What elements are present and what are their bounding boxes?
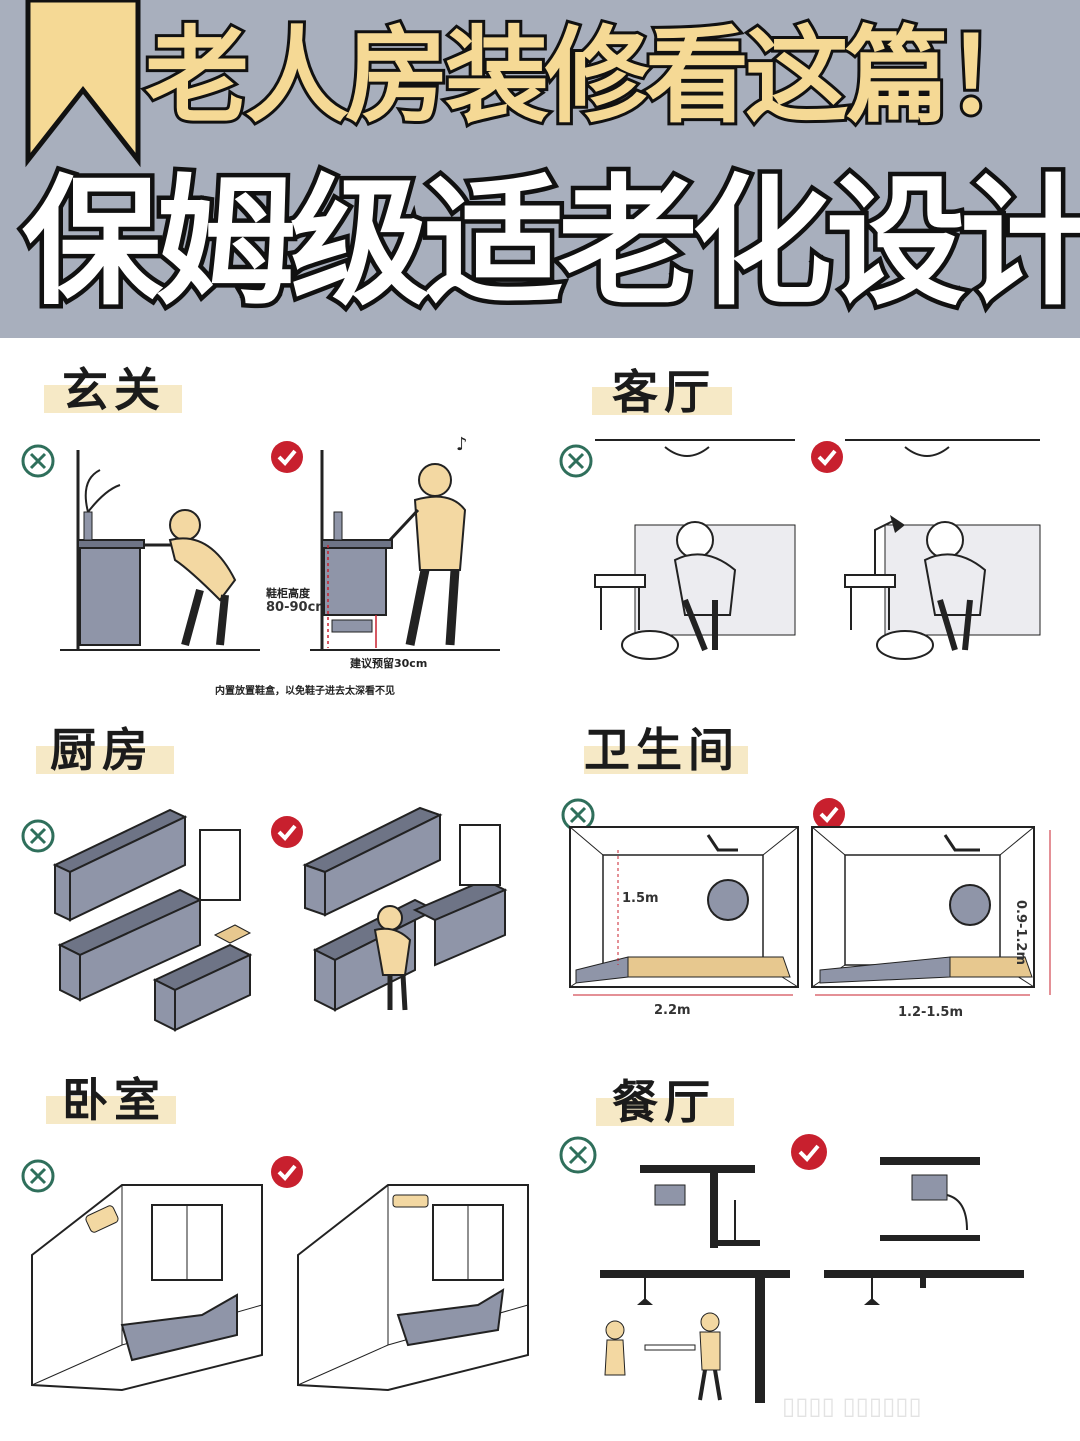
bathroom-height-right: 0.9-1.2m bbox=[1013, 900, 1028, 965]
check-circle-icon bbox=[271, 1156, 303, 1188]
section-label-bathroom: 卫生间 bbox=[584, 723, 740, 777]
dining-right-illustration bbox=[824, 1157, 1024, 1305]
living-right-illustration bbox=[844, 439, 1041, 660]
section-label-bedroom: 卧室 bbox=[62, 1073, 166, 1127]
check-circle-icon bbox=[271, 816, 303, 848]
header-banner: 老人房装修看这篇！ 保姆级适老化设计 bbox=[0, 0, 1080, 338]
cross-circle-icon bbox=[21, 1159, 55, 1193]
svg-text:♪: ♪ bbox=[456, 434, 468, 455]
living-wrong-illustration bbox=[594, 439, 796, 660]
label-highlight bbox=[44, 385, 182, 413]
section-label-entrance: 玄关 bbox=[62, 363, 166, 417]
cross-circle-icon bbox=[559, 444, 593, 478]
cabinet-height-value: 80-90cm bbox=[266, 600, 329, 615]
bathroom-height-left: 1.5m bbox=[622, 891, 659, 906]
label-highlight bbox=[592, 387, 732, 415]
entrance-wrong-illustration bbox=[60, 450, 260, 651]
check-circle-icon bbox=[813, 798, 845, 830]
title-line-1: 老人房装修看这篇！ bbox=[142, 12, 1052, 140]
section-label-living: 客厅 bbox=[612, 365, 716, 419]
label-highlight bbox=[584, 746, 748, 774]
bathroom-right-illustration bbox=[811, 826, 1051, 996]
bedroom-wrong-illustration bbox=[31, 1184, 263, 1392]
check-circle-icon bbox=[811, 441, 843, 473]
cross-circle-icon bbox=[21, 819, 55, 853]
section-label-kitchen: 厨房 bbox=[50, 723, 154, 777]
dining-wrong-illustration bbox=[600, 1165, 790, 1403]
check-circle-icon bbox=[271, 441, 303, 473]
entrance-caption: 内置放置鞋盒，以免鞋子进去太深看不见 bbox=[215, 686, 395, 697]
label-highlight bbox=[46, 1096, 176, 1124]
watermark: ▯▯▯▯ ▯▯▯▯▯▯ bbox=[782, 1392, 922, 1420]
check-circle-icon bbox=[791, 1134, 827, 1170]
cross-circle-icon bbox=[559, 1136, 597, 1174]
bedroom-right-illustration bbox=[297, 1184, 529, 1392]
bathroom-width-right: 1.2-1.5m bbox=[898, 1005, 963, 1020]
cabinet-height-label: 鞋柜高度 bbox=[266, 587, 310, 600]
entrance-right-illustration: ♪ bbox=[310, 434, 500, 651]
kitchen-wrong-illustration bbox=[52, 808, 253, 1032]
title-line-2: 保姆级适老化设计 bbox=[17, 158, 1080, 330]
label-highlight bbox=[36, 746, 174, 774]
bookmark-ribbon-icon bbox=[25, 0, 141, 168]
reserve-note: 建议预留30cm bbox=[350, 657, 428, 670]
label-highlight bbox=[596, 1098, 734, 1126]
bathroom-wrong-illustration bbox=[569, 826, 799, 996]
bathroom-width-left: 2.2m bbox=[654, 1003, 691, 1018]
section-label-dining: 餐厅 bbox=[612, 1075, 716, 1129]
cross-circle-icon bbox=[21, 444, 55, 478]
kitchen-right-illustration bbox=[302, 806, 508, 1012]
